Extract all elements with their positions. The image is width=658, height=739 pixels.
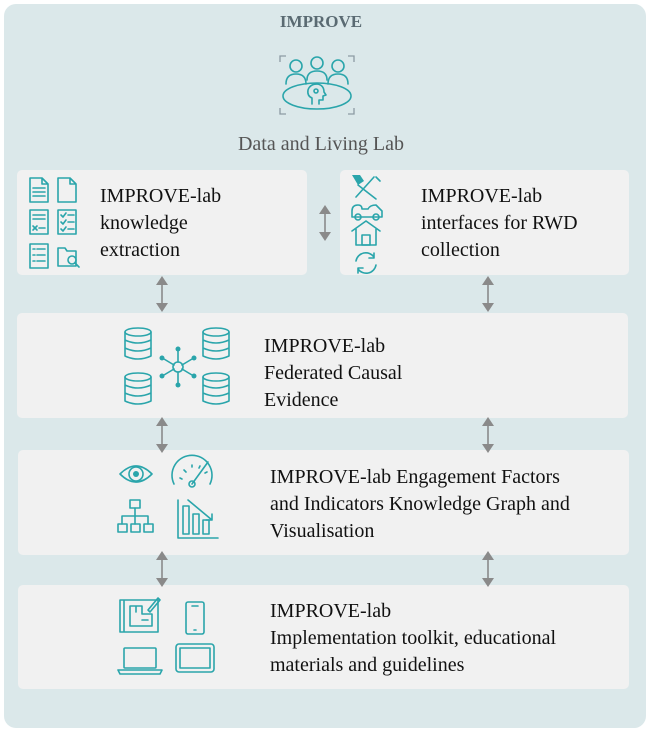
federated-causal-evidence-text: IMPROVE-lab Federated Causal Evidence [264,333,402,414]
living-lab-icon [279,55,355,115]
federated-causal-evidence-box [17,313,628,418]
eye-icon [119,465,153,483]
engagement-visualisation-icons [117,454,219,539]
federated-line-3: Evidence [264,389,339,411]
arrow-engagement-implementation-left [156,551,168,587]
database-icon-top-left [124,327,152,360]
database-icon-bottom-left [124,372,152,405]
interfaces-rwd-text: IMPROVE-lab interfaces for RWD collectio… [421,183,578,264]
federated-line-2: Federated Causal [264,362,403,384]
interfaces-line-2: interfaces for RWD [421,212,578,234]
hierarchy-icon [117,499,154,533]
engagement-factors-text: IMPROVE-lab Engagement Factors and Indic… [270,464,570,545]
diagram-title: IMPROVE [279,12,363,31]
arrow-federated-engagement-left [156,417,168,453]
knowledge-line-1: IMPROVE-lab [100,185,222,207]
arrow-knowledge-federated [156,276,168,312]
interfaces-line-3: collection [421,239,500,261]
database-icon-bottom-right [202,372,230,405]
rwd-interfaces-icon [351,175,383,274]
knowledge-line-2: knowledge [100,212,188,234]
knowledge-line-3: extraction [100,239,180,261]
engagement-line-1: IMPROVE-lab Engagement Factors [270,466,560,488]
documents-icon [29,177,80,269]
engagement-line-2: and Indicators Knowledge Graph and [270,493,570,515]
blueprint-icon [119,597,161,633]
arrow-federated-engagement-right [482,417,494,453]
database-icon-top-right [202,327,230,360]
living-lab-label: Data and Living Lab [237,133,405,155]
engagement-line-3: Visualisation [270,520,375,542]
implementation-toolkit-text: IMPROVE-lab Implementation toolkit, educ… [270,598,556,679]
laptop-icon [117,647,163,675]
interfaces-line-1: IMPROVE-lab [421,185,543,207]
federated-databases-icon [124,327,230,405]
knowledge-extraction-text: IMPROVE-lab knowledge extraction [100,183,221,264]
gauge-icon [171,454,213,488]
arrow-interfaces-federated [482,276,494,312]
interfaces-rwd-box [340,170,629,275]
implementation-line-2: Implementation toolkit, educational [270,627,557,649]
arrow-knowledge-interfaces [319,205,331,241]
implementation-line-3: materials and guidelines [270,654,465,676]
tablet-icon [175,643,215,673]
knowledge-extraction-box [17,170,307,275]
smartphone-icon [185,601,205,635]
federated-line-1: IMPROVE-lab [264,335,386,357]
implementation-line-1: IMPROVE-lab [270,600,392,622]
bar-chart-icon [177,499,219,539]
arrow-engagement-implementation-right [482,551,494,587]
engagement-factors-box [18,450,629,555]
implementation-toolkit-icons [117,597,215,675]
